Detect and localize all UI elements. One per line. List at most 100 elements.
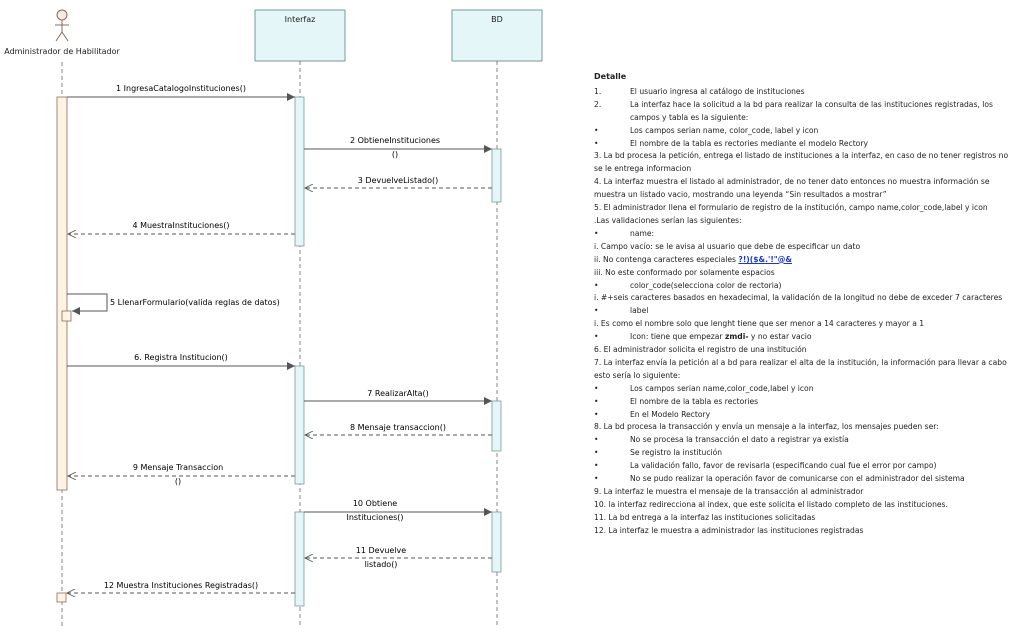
bullet-icon: • [594, 280, 599, 290]
message-4-label: 4 MuestraInstituciones() [132, 221, 229, 230]
detail-text: El usuario ingresa al catálogo de instit… [630, 86, 805, 96]
bullet-icon: • [594, 332, 599, 342]
detail-text: Icon: tiene que empezar [630, 332, 725, 342]
bullet-icon: • [594, 396, 599, 406]
detail-row: • El nombre de la tabla es rectories [594, 396, 1024, 409]
message-12-label: 12 Muestra Instituciones Registradas() [104, 581, 258, 590]
actor-activation [56, 96, 68, 491]
detail-row: 10. la interfaz redirecciona al index, q… [594, 499, 948, 509]
detail-title: Detalle [594, 72, 627, 81]
detail-row: • Los campos serian name,color_code,label… [594, 383, 1024, 396]
detail-row: • Se registro la institución [594, 447, 1024, 460]
bullet-icon: • [594, 383, 599, 393]
detail-notes: Detalle 1. El usuario ingresa al catálogo… [594, 71, 1024, 538]
detail-number: 2. [594, 99, 602, 109]
detail-row: • Icon: tiene que empezar zmdi- y no esta… [594, 331, 1024, 344]
actor-activation-end [56, 592, 67, 603]
detail-text: Los campos serian name,color_code,label … [630, 383, 814, 393]
detail-row: i. #+seis caracteres basados en hexadeci… [594, 293, 1003, 303]
detail-text: Los campos serian name, color_code, labe… [630, 125, 819, 135]
message-1-label: 1 IngresaCatalogoInstituciones() [116, 84, 246, 93]
message-2-label: 2 ObtieneInstituciones [350, 136, 440, 145]
bullet-icon: • [594, 474, 599, 484]
message-9-label-cont: () [175, 477, 181, 486]
message-10-label: 10 Obtiene [353, 499, 397, 508]
detail-row: .Las validaciones serían las siguientes: [594, 215, 742, 225]
detail-text: color_code(selecciona color de rectoria) [630, 280, 782, 290]
detail-row: • label [594, 305, 1024, 318]
lifeline-interfaz-box [254, 9, 346, 62]
detail-row: • color_code(selecciona color de rectoria… [594, 280, 1024, 293]
interfaz-activation-2 [294, 365, 305, 485]
bullet-icon: • [594, 461, 599, 471]
interfaz-activation-1 [294, 96, 305, 247]
detail-text: No se pudo realizar la operación favor d… [630, 474, 965, 484]
detail-text: y no estar vacio [748, 332, 812, 342]
lifeline-bd-box [451, 9, 543, 62]
message-11-label-cont: listado() [365, 560, 398, 569]
detail-row: ii. No contenga caracteres especiales ?!… [594, 254, 1024, 267]
special-characters-link: ?!)($&.'!"@& [738, 254, 792, 264]
detail-text: Se registro la institución [630, 448, 723, 458]
detail-text: El nombre de la tabla es rectories [630, 396, 759, 406]
message-2-label-cont: () [392, 150, 398, 159]
detail-row: 4. La interfaz muestra el listado al adm… [594, 177, 990, 187]
message-11-label: 11 Devuelve [356, 546, 406, 555]
message-6-label: 6. Registra Institucion() [134, 353, 228, 362]
detail-text-bold: zmdi- [724, 332, 749, 342]
detail-text: label [630, 306, 649, 316]
detail-text: campos y tabla es la siguiente: [630, 112, 749, 122]
detail-row: 9. La interfaz le muestra el mensaje de … [594, 487, 864, 496]
bd-activation-1 [491, 148, 502, 203]
detail-row: 12. La interfaz le muestra a administrad… [594, 525, 864, 535]
actor-self-activation [61, 310, 72, 322]
detail-row: muestra un listado vacio, mostrando una … [594, 190, 887, 200]
detail-number: 1. [594, 86, 602, 96]
detail-row: • name: [594, 228, 1024, 241]
bullet-icon: • [594, 409, 599, 419]
detail-text: name: [630, 228, 655, 238]
detail-row: campos y tabla es la siguiente: [594, 112, 1024, 125]
detail-row: 7. La interfaz envía la petición al a bd… [594, 357, 1007, 367]
detail-row: 11. La bd entrega a la interfaz las inst… [594, 512, 816, 522]
detail-row: i. Es como el nombre solo que lenght tie… [594, 319, 925, 329]
detail-row: 3. La bd procesa la petición, entrega el… [594, 151, 1009, 161]
detail-row: iii. No este conformado por solamente es… [594, 267, 775, 277]
detail-row: • No se pudo realizar la operación favor … [594, 473, 1024, 486]
interfaz-activation-3 [294, 511, 305, 607]
detail-row: i. Campo vacío: se le avisa al usuario q… [594, 241, 861, 251]
detail-text: No se procesa la transacción el dato a r… [630, 435, 849, 445]
actor-label: Administrador de Habilitador [4, 47, 120, 56]
detail-row: • No se procesa la transacción el dato a … [594, 434, 1024, 447]
detail-text: ii. No contenga caracteres especiales [594, 254, 739, 264]
bullet-icon: • [594, 306, 599, 316]
bullet-icon: • [594, 435, 599, 445]
message-5-label: 5 LlenarFormulario(valida reglas de dato… [110, 298, 280, 307]
message-5-arrow [67, 293, 108, 315]
detail-text: La interfaz hace la solicitud a la bd pa… [630, 99, 993, 109]
bd-activation-2 [491, 400, 502, 452]
message-3-label: 3 DevuelveListado() [358, 176, 438, 185]
detail-row: •Los campos serian name, color_code, lab… [594, 125, 1024, 138]
lifeline-interfaz-label: Interfaz [285, 15, 316, 24]
detail-text: La validación fallo, favor de revisarla … [630, 461, 937, 471]
detail-row: 1. El usuario ingresa al catálogo de inst… [594, 86, 1024, 99]
detail-text: El nombre de la tabla es rectories media… [630, 138, 868, 148]
detail-row: • En el Modelo Rectory [594, 409, 1024, 422]
lifeline-bd-label: BD [491, 15, 503, 24]
bullet-icon: • [594, 138, 599, 148]
bullet-icon: • [594, 448, 599, 458]
detail-text: En el Modelo Rectory [630, 409, 711, 419]
message-9-label: 9 Mensaje Transaccion [133, 463, 223, 472]
bd-activation-3 [491, 511, 502, 573]
actor-figure [55, 9, 69, 42]
detail-row: 2. La interfaz hace la solicitud a la bd … [594, 99, 1024, 112]
message-7-label: 7 RealizarAlta() [367, 389, 428, 398]
message-10-label-cont: Instituciones() [346, 513, 403, 522]
bullet-icon: • [594, 228, 599, 238]
detail-row: esto sería lo siguiente: [594, 370, 681, 380]
message-8-label: 8 Mensaje transaccion() [350, 423, 446, 432]
detail-row: 8. La bd procesa la transacción y envía … [594, 422, 939, 432]
detail-row: se le entrega informacion [594, 164, 692, 174]
